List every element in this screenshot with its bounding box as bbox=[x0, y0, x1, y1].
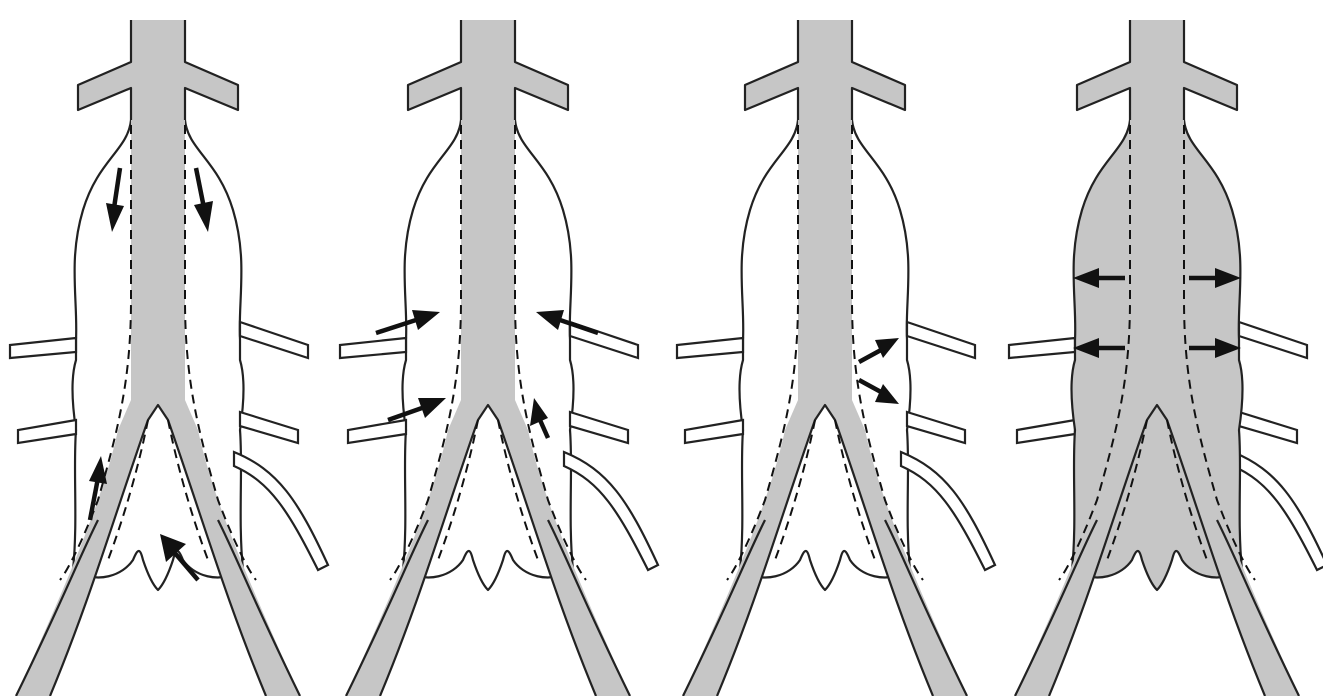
arrow-icon bbox=[160, 534, 198, 580]
arrow-icon bbox=[388, 398, 446, 420]
panel-1 bbox=[10, 20, 328, 696]
panel-2 bbox=[340, 20, 658, 696]
arrow-icon bbox=[194, 168, 213, 232]
arrow-icon bbox=[859, 338, 899, 362]
arrow-icon bbox=[106, 168, 124, 232]
arrow-icon bbox=[536, 310, 598, 333]
arrow-icon bbox=[530, 398, 548, 438]
arrow-icon bbox=[376, 310, 440, 333]
panel-4 bbox=[1009, 20, 1323, 696]
arrow-icon bbox=[859, 380, 899, 404]
panel-3 bbox=[677, 20, 995, 696]
